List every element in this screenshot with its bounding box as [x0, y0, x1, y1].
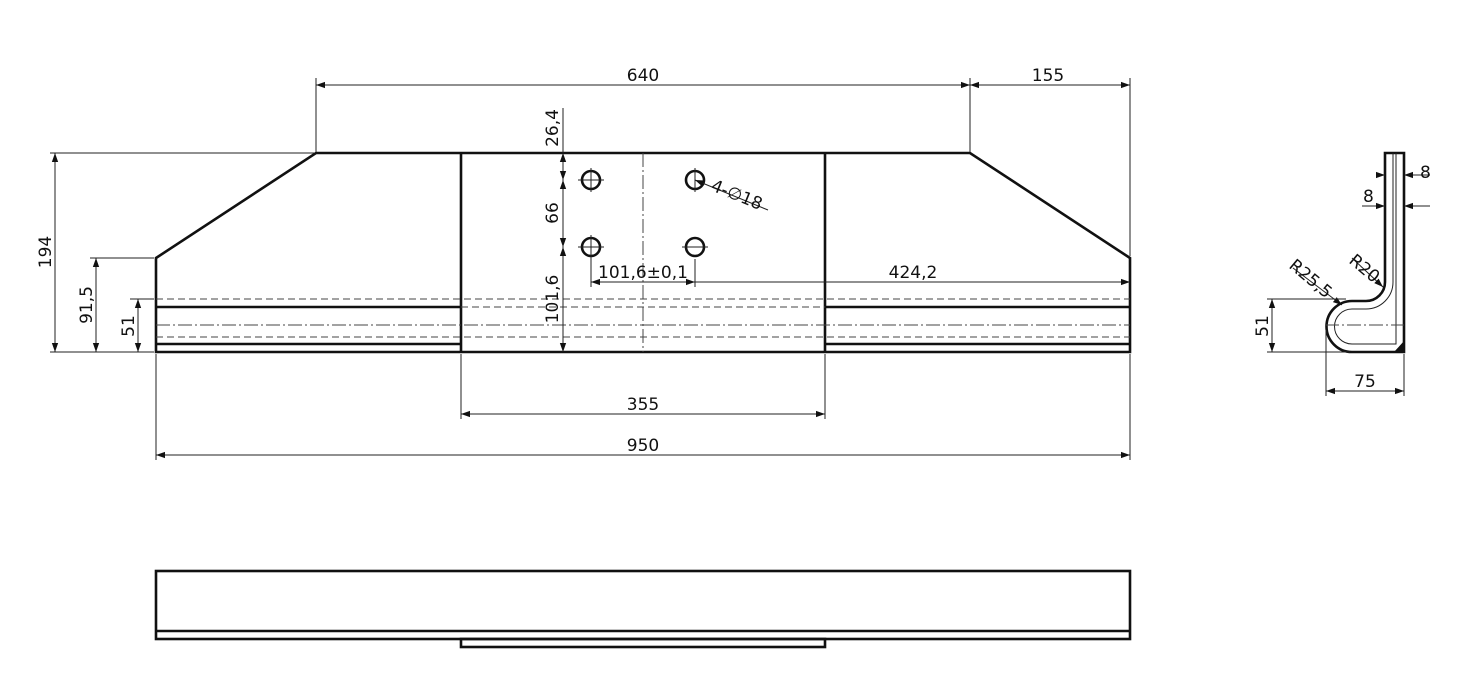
dim-label-101-6: 101,6	[543, 275, 563, 324]
hole-callout-leader	[694, 179, 769, 211]
hole-callout-label: 4-∅18	[708, 176, 765, 215]
dim-label-950: 950	[627, 436, 659, 456]
bottom-view-center-plate	[459, 637, 827, 649]
side-view-corner-fill	[1394, 341, 1404, 352]
dim-label-26-4: 26,4	[543, 109, 563, 147]
dim-label-424-2: 424,2	[889, 263, 938, 283]
dim-label-91-5: 91,5	[77, 286, 97, 324]
dim-label-side-51: 51	[1253, 315, 1273, 337]
dim-label-194: 194	[36, 236, 56, 268]
dim-label-155: 155	[1032, 66, 1064, 86]
dim-label-66: 66	[543, 202, 563, 224]
bottom-view-body	[154, 569, 1132, 641]
dim-label-640: 640	[627, 66, 659, 86]
dim-label-355: 355	[627, 395, 659, 415]
dim-label-r25-5: R25,5	[1285, 256, 1336, 303]
dim-label-side-8-mid: 8	[1363, 187, 1374, 207]
side-view-inner-profile	[1334, 153, 1397, 345]
dim-label-side-8-top: 8	[1420, 163, 1431, 183]
front-view-outline	[154, 151, 1132, 354]
radius-leader-r20	[1351, 257, 1384, 288]
bottom-view	[154, 569, 1132, 649]
dim-label-75: 75	[1354, 372, 1376, 392]
front-view	[154, 151, 1132, 354]
dim-label-51: 51	[119, 315, 139, 337]
dim-label-101-6-tol: 101,6±0,1	[598, 263, 688, 283]
side-view: 8 8 R25,5 R20 51 75	[1253, 151, 1431, 396]
front-view-dimensions: 640 155 194 91,5 51 26,4 66 101,6 4-∅18	[36, 66, 1131, 460]
side-view-outer-profile	[1325, 151, 1406, 354]
